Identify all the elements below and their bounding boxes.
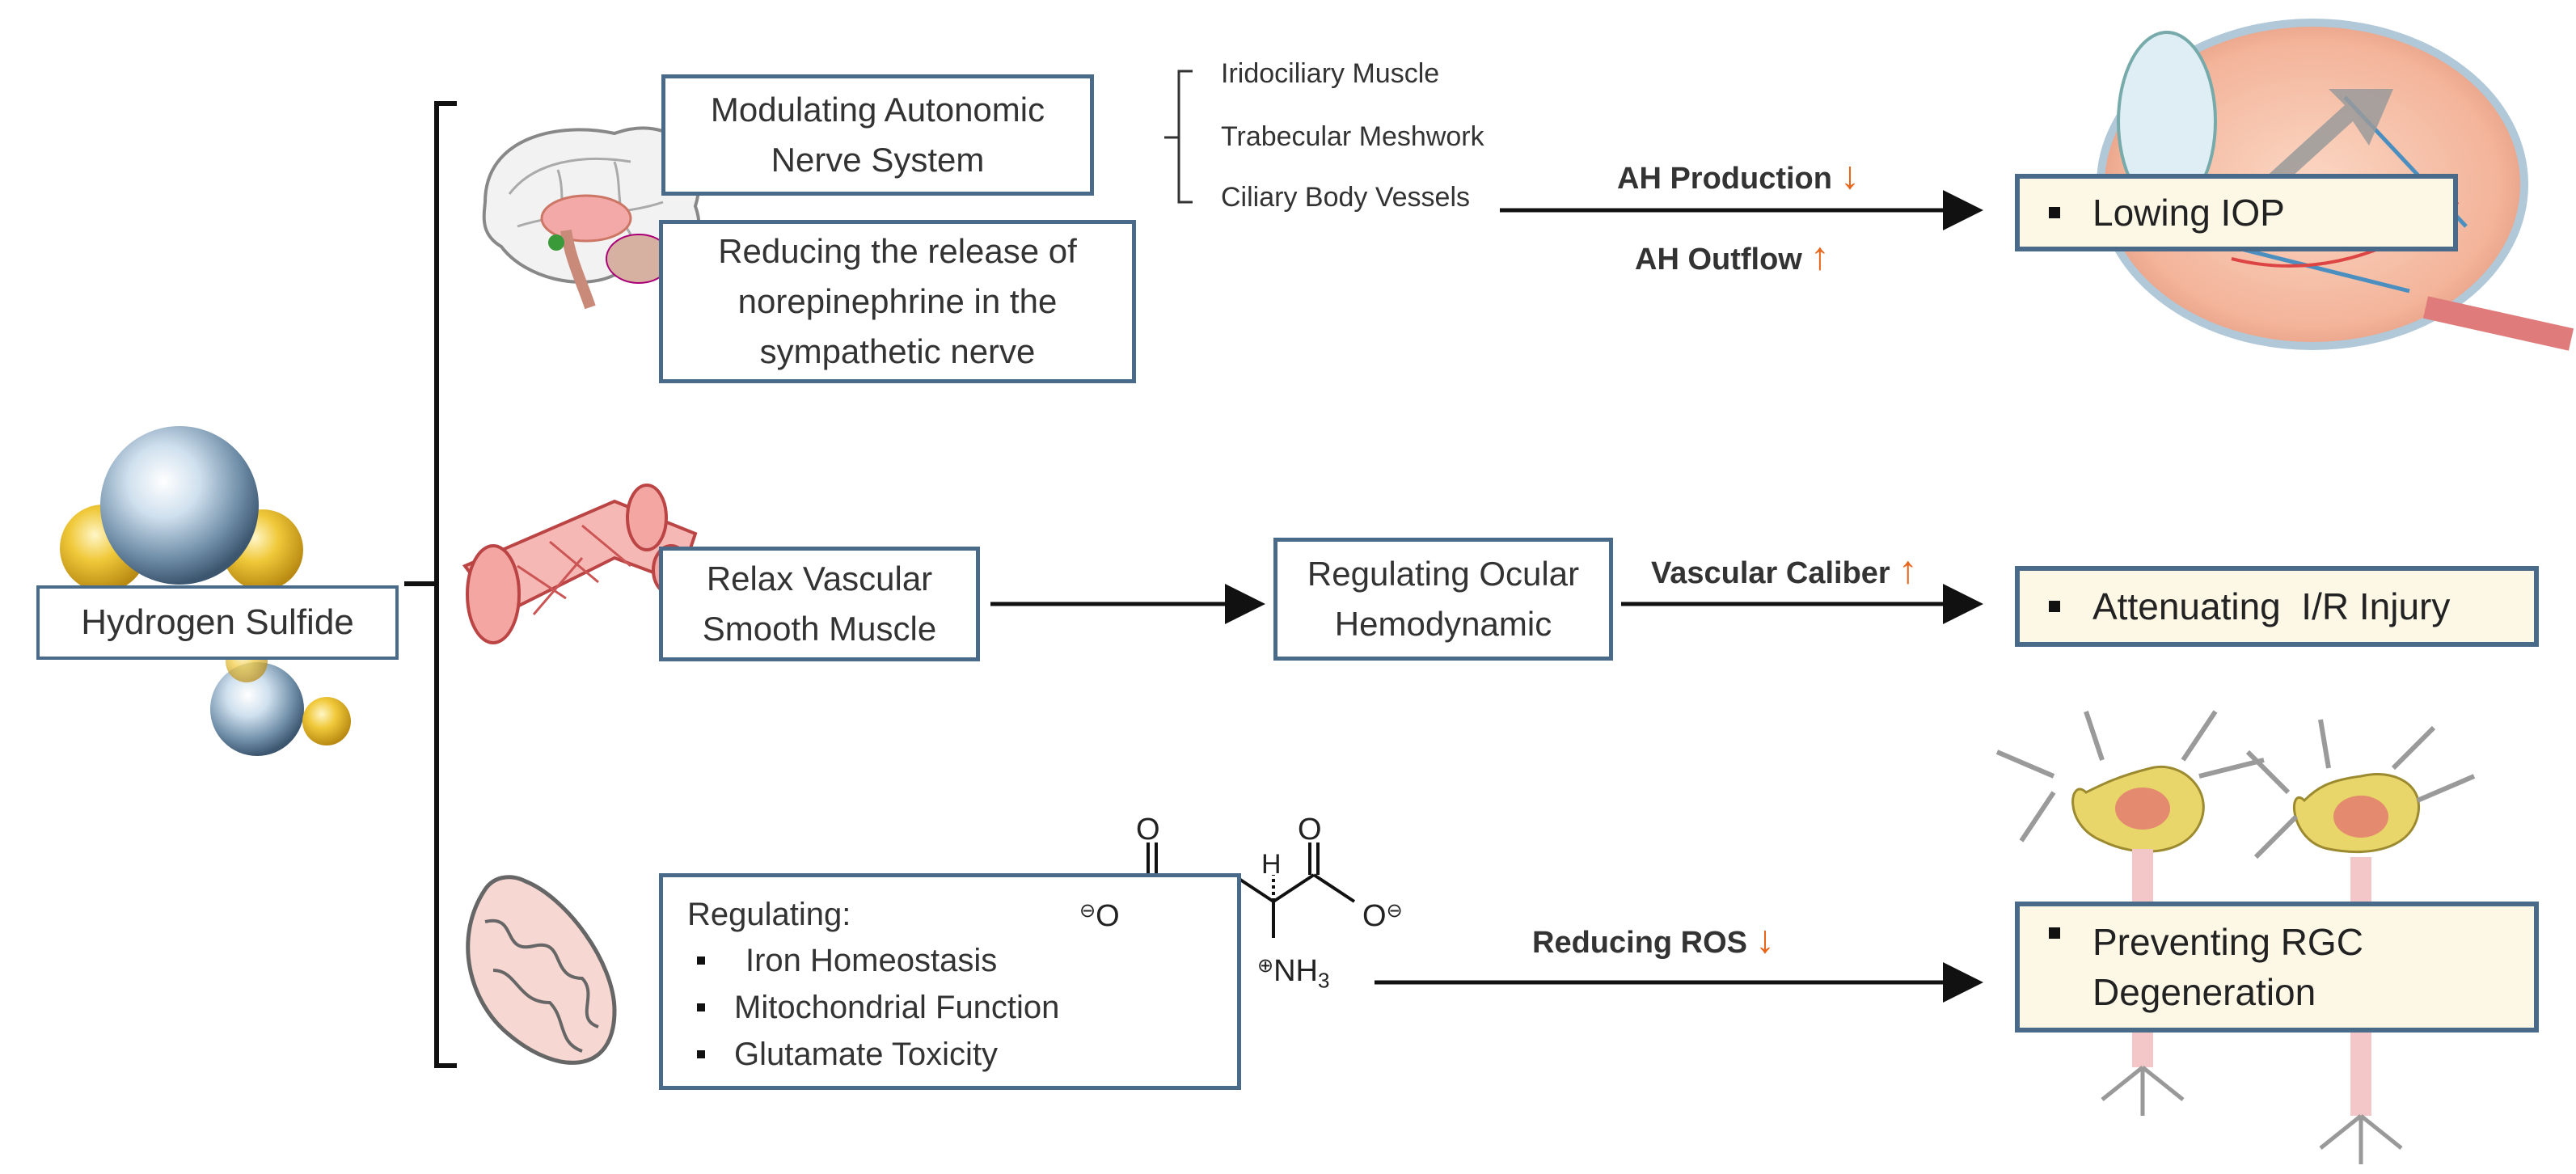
molecule-spheres-illustration [60, 426, 351, 756]
chem-nh-text: NH [1273, 954, 1318, 988]
regulating-item-text: Mitochondrial Function [734, 990, 1060, 1025]
ah-production-text: AH Production [1617, 162, 1832, 196]
down-arrow-icon: ↓ [1755, 919, 1776, 961]
outcome-preventing-rgc: Preventing RGC Degeneration [2015, 902, 2539, 1033]
outcome-attenuating-text: Attenuating I/R Injury [2092, 585, 2451, 627]
negative-charge-icon: ⊖ [1079, 900, 1096, 922]
up-arrow-icon: ↑ [1810, 235, 1830, 278]
regulating-item: Mitochondrial Function [687, 984, 1237, 1031]
mitochondrion-illustration [466, 875, 617, 1065]
target-ciliary: Ciliary Body Vessels [1221, 182, 1471, 213]
regulating-box: Regulating: Iron Homeostasis Mitochondri… [659, 873, 1241, 1090]
target-trabecular: Trabecular Meshwork [1221, 121, 1484, 152]
norepinephrine-box: Reducing the release of norepinephrine i… [659, 220, 1136, 383]
up-arrow-icon: ↑ [1898, 549, 1918, 592]
ah-outflow-text: AH Outflow [1635, 243, 1802, 277]
chem-oxygen-anion: O⊖ [1362, 899, 1403, 934]
chem-ammonium: ⊕NH3 [1257, 954, 1329, 994]
chem-oxygen-anion: ⊖O [1079, 899, 1120, 934]
chem-oxygen-text: O [1096, 899, 1120, 933]
vascular-caliber-text: Vascular Caliber [1651, 556, 1890, 590]
ah-production-label: AH Production↓ [1617, 154, 1860, 198]
reducing-ros-label: Reducing ROS↓ [1532, 918, 1775, 962]
relax-vascular-box: Relax Vascular Smooth Muscle [659, 547, 980, 661]
bullet-icon [2049, 927, 2060, 939]
outcome-lowing-iop: Lowing IOP [2015, 174, 2458, 251]
outcome-attenuating: Attenuating I/R Injury [2015, 566, 2539, 647]
chem-oxygen-text: O [1362, 899, 1387, 933]
ah-outflow-label: AH Outflow↑ [1635, 234, 1830, 279]
target-iridociliary: Iridociliary Muscle [1221, 58, 1440, 89]
bullet-icon [2049, 601, 2060, 612]
hydrogen-sulfide-label: Hydrogen Sulfide [36, 585, 399, 660]
modulating-autonomic-box: Modulating Autonomic Nerve System [661, 74, 1094, 196]
negative-charge-icon: ⊖ [1386, 900, 1403, 922]
outcome-preventing-rgc-text: Preventing RGC Degeneration [2092, 921, 2363, 1013]
chem-subscript: 3 [1318, 968, 1330, 993]
regulating-item: Iron Homeostasis [687, 937, 1237, 984]
chem-oxygen: O [1136, 813, 1160, 847]
down-arrow-icon: ↓ [1839, 154, 1860, 197]
regulating-item-text: Iron Homeostasis [745, 943, 998, 978]
outcome-lowing-iop-text: Lowing IOP [2092, 192, 2285, 234]
vascular-caliber-label: Vascular Caliber↑ [1651, 548, 1918, 593]
reducing-ros-text: Reducing ROS [1532, 926, 1748, 960]
chem-hydrogen: H [1261, 849, 1282, 880]
brain-illustration [482, 126, 701, 310]
chem-oxygen: O [1298, 813, 1322, 847]
regulating-item: Glutamate Toxicity [687, 1031, 1237, 1078]
bullet-icon [697, 1050, 705, 1058]
positive-charge-icon: ⊕ [1257, 955, 1274, 977]
bullet-icon [697, 957, 705, 965]
regulating-title: Regulating: [687, 897, 851, 932]
regulating-hemodynamic-box: Regulating Ocular Hemodynamic [1273, 538, 1613, 661]
bullet-icon [2049, 207, 2060, 218]
bullet-icon [697, 1003, 705, 1011]
regulating-item-text: Glutamate Toxicity [734, 1037, 999, 1072]
